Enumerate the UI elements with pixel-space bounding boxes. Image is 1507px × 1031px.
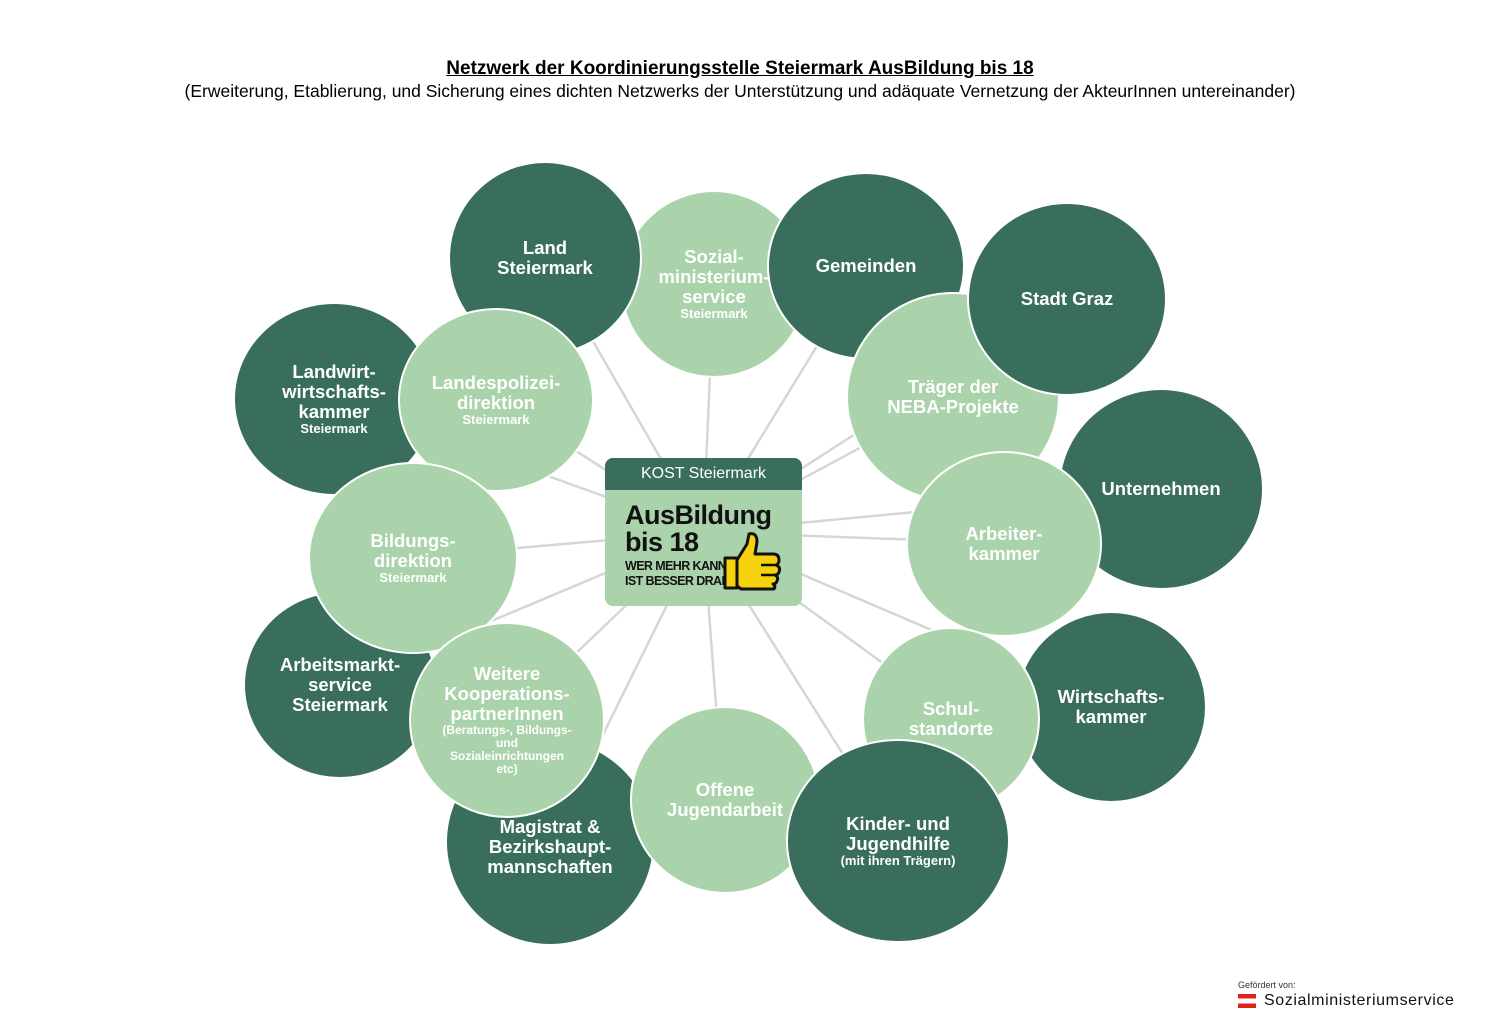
sozialministeriumservice-logo: Sozialministeriumservice <box>1238 992 1454 1010</box>
node-offene-jugendarbeit: Offene Jugendarbeit <box>630 706 820 894</box>
node-label: Offene Jugendarbeit <box>666 779 784 820</box>
node-label: Landwirt- wirtschafts- kammer <box>282 361 386 422</box>
ausbildung-logo-text: AusBildung bis 18 <box>625 500 772 557</box>
node-stadt-graz: Stadt Graz <box>967 202 1167 396</box>
node-label: Arbeitsmarkt- service Steiermark <box>279 654 401 715</box>
node-label: Gemeinden <box>815 255 917 276</box>
node-sublabel: (Beratungs-, Bildungs- und Sozialeinrich… <box>442 723 572 776</box>
node-label: Bildungs- direktion <box>370 530 456 571</box>
node-sublabel: Steiermark <box>300 421 368 436</box>
node-label: Arbeiter- kammer <box>965 523 1043 564</box>
node-bildungsdirektion: Bildungs- direktion Steiermark <box>308 462 518 654</box>
node-sublabel: Steiermark <box>462 412 530 427</box>
node-arbeiterkammer: Arbeiter- kammer <box>906 451 1102 637</box>
node-label: Land Steiermark <box>497 237 593 278</box>
node-label: Wirtschafts- kammer <box>1057 686 1165 727</box>
page-title: Netzwerk der Koordinierungsstelle Steier… <box>446 58 1034 79</box>
node-label: Sozial- ministerium- service <box>658 246 770 307</box>
node-sublabel: Steiermark <box>379 570 447 585</box>
node-kinder-jugendhilfe: Kinder- und Jugendhilfe (mit ihren Träge… <box>786 739 1010 943</box>
center-kost-card: KOST Steiermark AusBildung bis 18 WER ME… <box>605 458 802 606</box>
page-subtitle: (Erweiterung, Etablierung, und Sicherung… <box>184 81 1296 101</box>
node-unternehmen: Unternehmen <box>1058 388 1264 590</box>
austria-flag-icon <box>1238 994 1256 1008</box>
node-label: Magistrat & Bezirkshaupt- mannschaften <box>487 816 613 877</box>
ausbildung-logo-tagline: WER MEHR KANN IST BESSER DRAN <box>625 559 731 588</box>
node-wirtschaftskammer: Wirtschafts- kammer <box>1015 611 1207 803</box>
node-landespolizeidirektion: Landespolizei- direktion Steiermark <box>398 308 594 492</box>
node-label: Stadt Graz <box>1020 288 1114 309</box>
funding-label: Gefördert von: <box>1238 980 1296 990</box>
node-sublabel: (mit ihren Trägern) <box>840 853 956 868</box>
node-label: Landespolizei- direktion <box>431 372 561 413</box>
node-sublabel: Steiermark <box>680 306 748 321</box>
node-label: Kinder- und Jugendhilfe <box>846 813 950 854</box>
node-label: Unternehmen <box>1101 478 1221 499</box>
node-label: Weitere Kooperations- partnerInnen <box>444 663 570 724</box>
center-card-header: KOST Steiermark <box>605 458 802 490</box>
node-weitere-kooperationspartner: Weitere Kooperations- partnerInnen (Bera… <box>409 622 605 818</box>
brand-name: Sozialministeriumservice <box>1264 992 1455 1009</box>
thumbs-up-icon <box>723 532 782 591</box>
node-label: Träger der NEBA-Projekte <box>887 376 1019 417</box>
node-label: Schul- standorte <box>908 698 994 739</box>
